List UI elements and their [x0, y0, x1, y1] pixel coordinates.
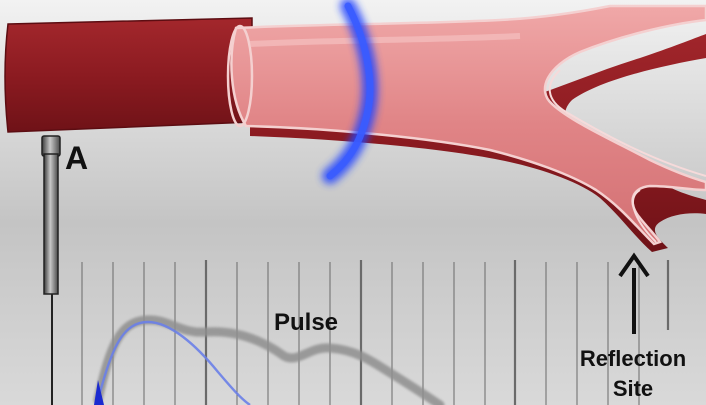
pulse-label: Pulse	[274, 309, 338, 337]
probe-a	[42, 136, 60, 294]
reflection-label-line2: Site	[568, 374, 698, 404]
probe-label: A	[65, 140, 88, 177]
artery-closed-section	[5, 18, 252, 132]
reflection-site-label: Reflection Site	[568, 344, 698, 404]
reflection-label-line1: Reflection	[568, 344, 698, 374]
